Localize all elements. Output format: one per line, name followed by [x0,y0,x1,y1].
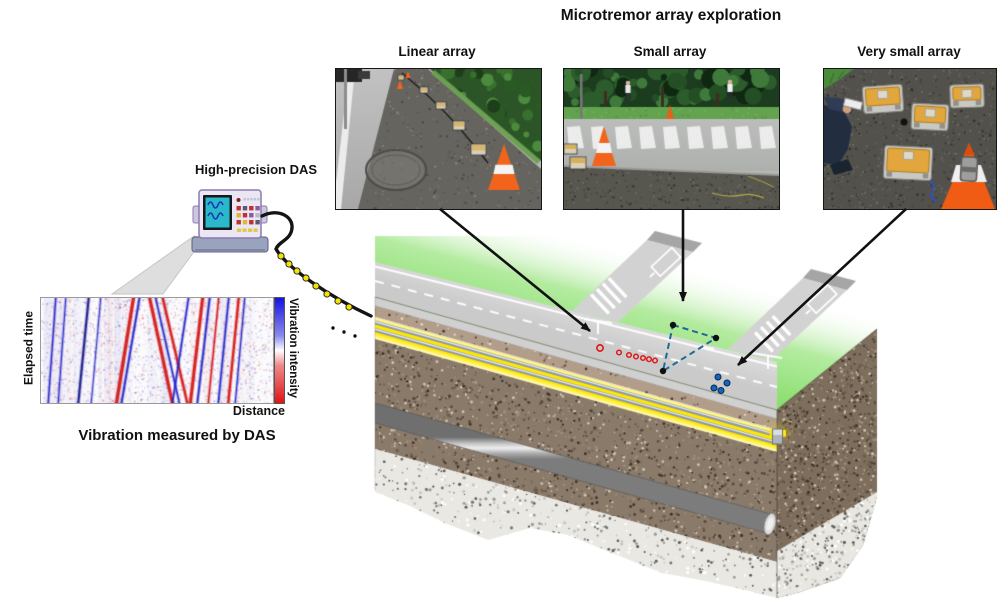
waterfall-x-axis-label: Distance [232,404,285,418]
photo-very-small-array [823,68,997,210]
fiber-optic-cable [260,211,373,318]
das-device-illustration [191,189,269,253]
das-small-keys [243,198,260,201]
vibration-intensity-colorbar [274,297,285,404]
colorbar-label: Vibration intensity [287,297,299,399]
measurement-location-arrows [439,207,907,366]
arrow-linear-array [439,207,591,333]
small-array-label: Small array [633,44,707,59]
das-device-label: High-precision DAS [194,162,318,177]
das-button-grid [236,206,260,232]
arrow-very-small-array [737,208,907,366]
very-small-array-markers [710,373,731,394]
zoom-callout-wedge [110,235,205,295]
waterfall-caption: Vibration measured by DAS [78,427,276,444]
das-waterfall-plot [40,297,274,404]
fiber-cable-markers [277,252,353,311]
very-small-array-label: Very small array [857,44,961,59]
photo-linear-array [335,68,542,210]
waveform-icon [207,201,224,209]
figure-title: Microtremor array exploration [560,7,782,24]
waterfall-y-axis-label: Elapsed time [21,310,36,386]
waveform-icon [207,212,224,220]
linear-array-label: Linear array [398,44,476,59]
linear-array-markers [596,344,659,364]
small-array-triangle [659,321,720,375]
power-led [236,198,241,202]
photo-small-array [563,68,780,210]
ellipsis-dots [331,326,357,338]
